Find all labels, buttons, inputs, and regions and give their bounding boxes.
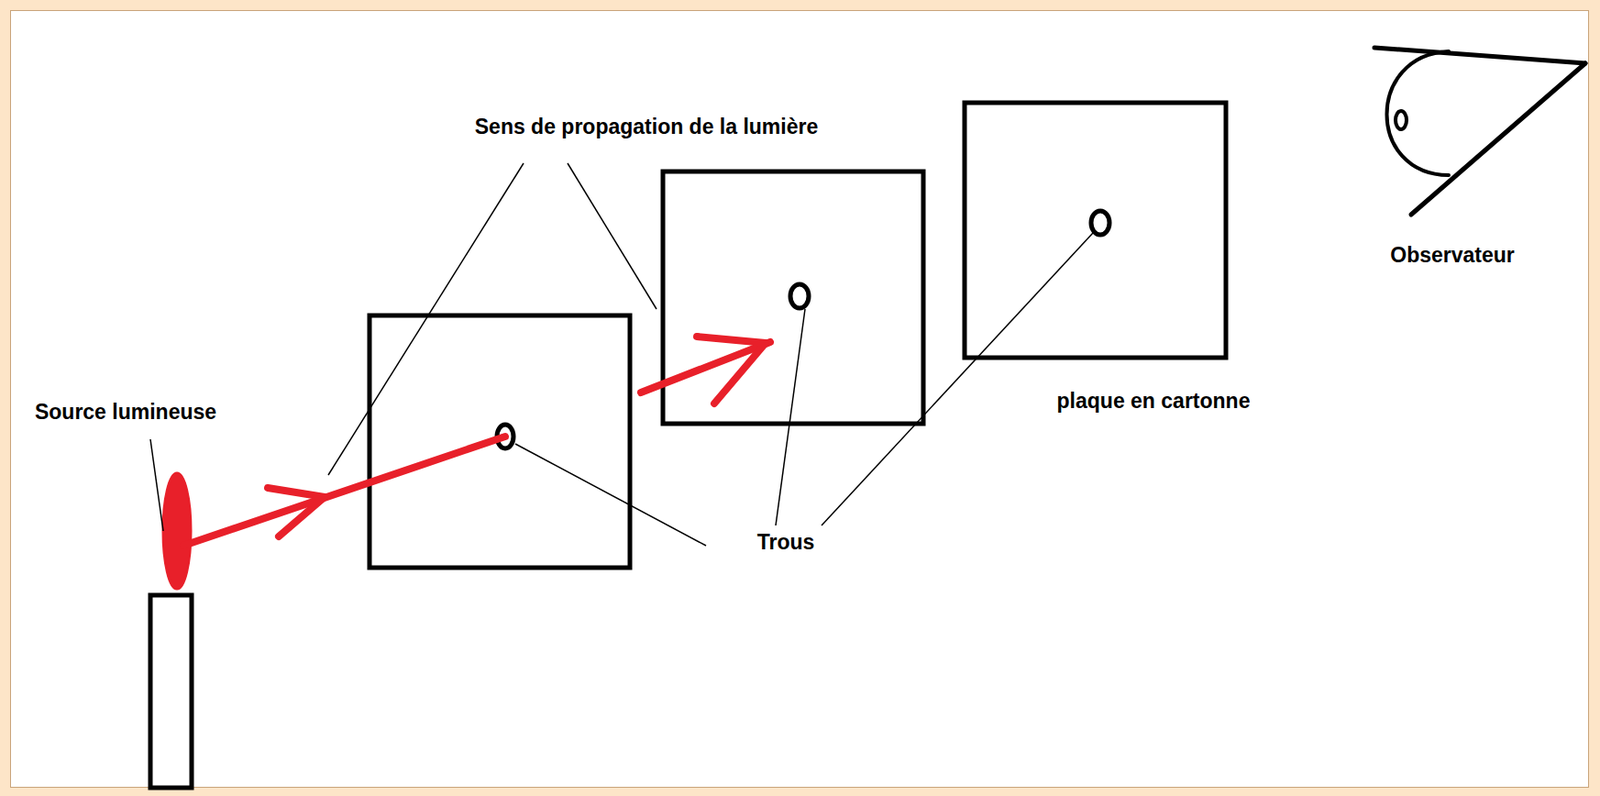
holes-label: Trous xyxy=(757,529,816,555)
direction-label: Sens de propagation de la lumière xyxy=(474,114,818,140)
eye-lid xyxy=(1411,63,1586,215)
leader-line xyxy=(821,232,1093,526)
leader-line xyxy=(567,163,657,309)
eye-pupil xyxy=(1395,110,1407,130)
observer-label: Observateur xyxy=(1390,242,1515,268)
source-label: Source lumineuse xyxy=(34,399,217,425)
arrow-head xyxy=(267,487,325,537)
light-ray xyxy=(183,436,506,546)
leader-line xyxy=(775,308,806,526)
hole xyxy=(1091,210,1110,235)
cardboard-plate xyxy=(662,171,924,424)
plate-label: plaque en cartonne xyxy=(1057,388,1251,414)
leader-line xyxy=(328,163,524,475)
light-ray xyxy=(640,342,771,393)
candle xyxy=(150,595,192,788)
eye-ball xyxy=(1387,51,1450,176)
hole xyxy=(790,284,809,309)
arrow-head xyxy=(696,336,766,404)
leader-line xyxy=(515,443,707,546)
cardboard-plate xyxy=(964,102,1226,358)
eye-lid xyxy=(1374,47,1586,64)
leader-line xyxy=(150,439,164,531)
flame xyxy=(163,473,191,589)
